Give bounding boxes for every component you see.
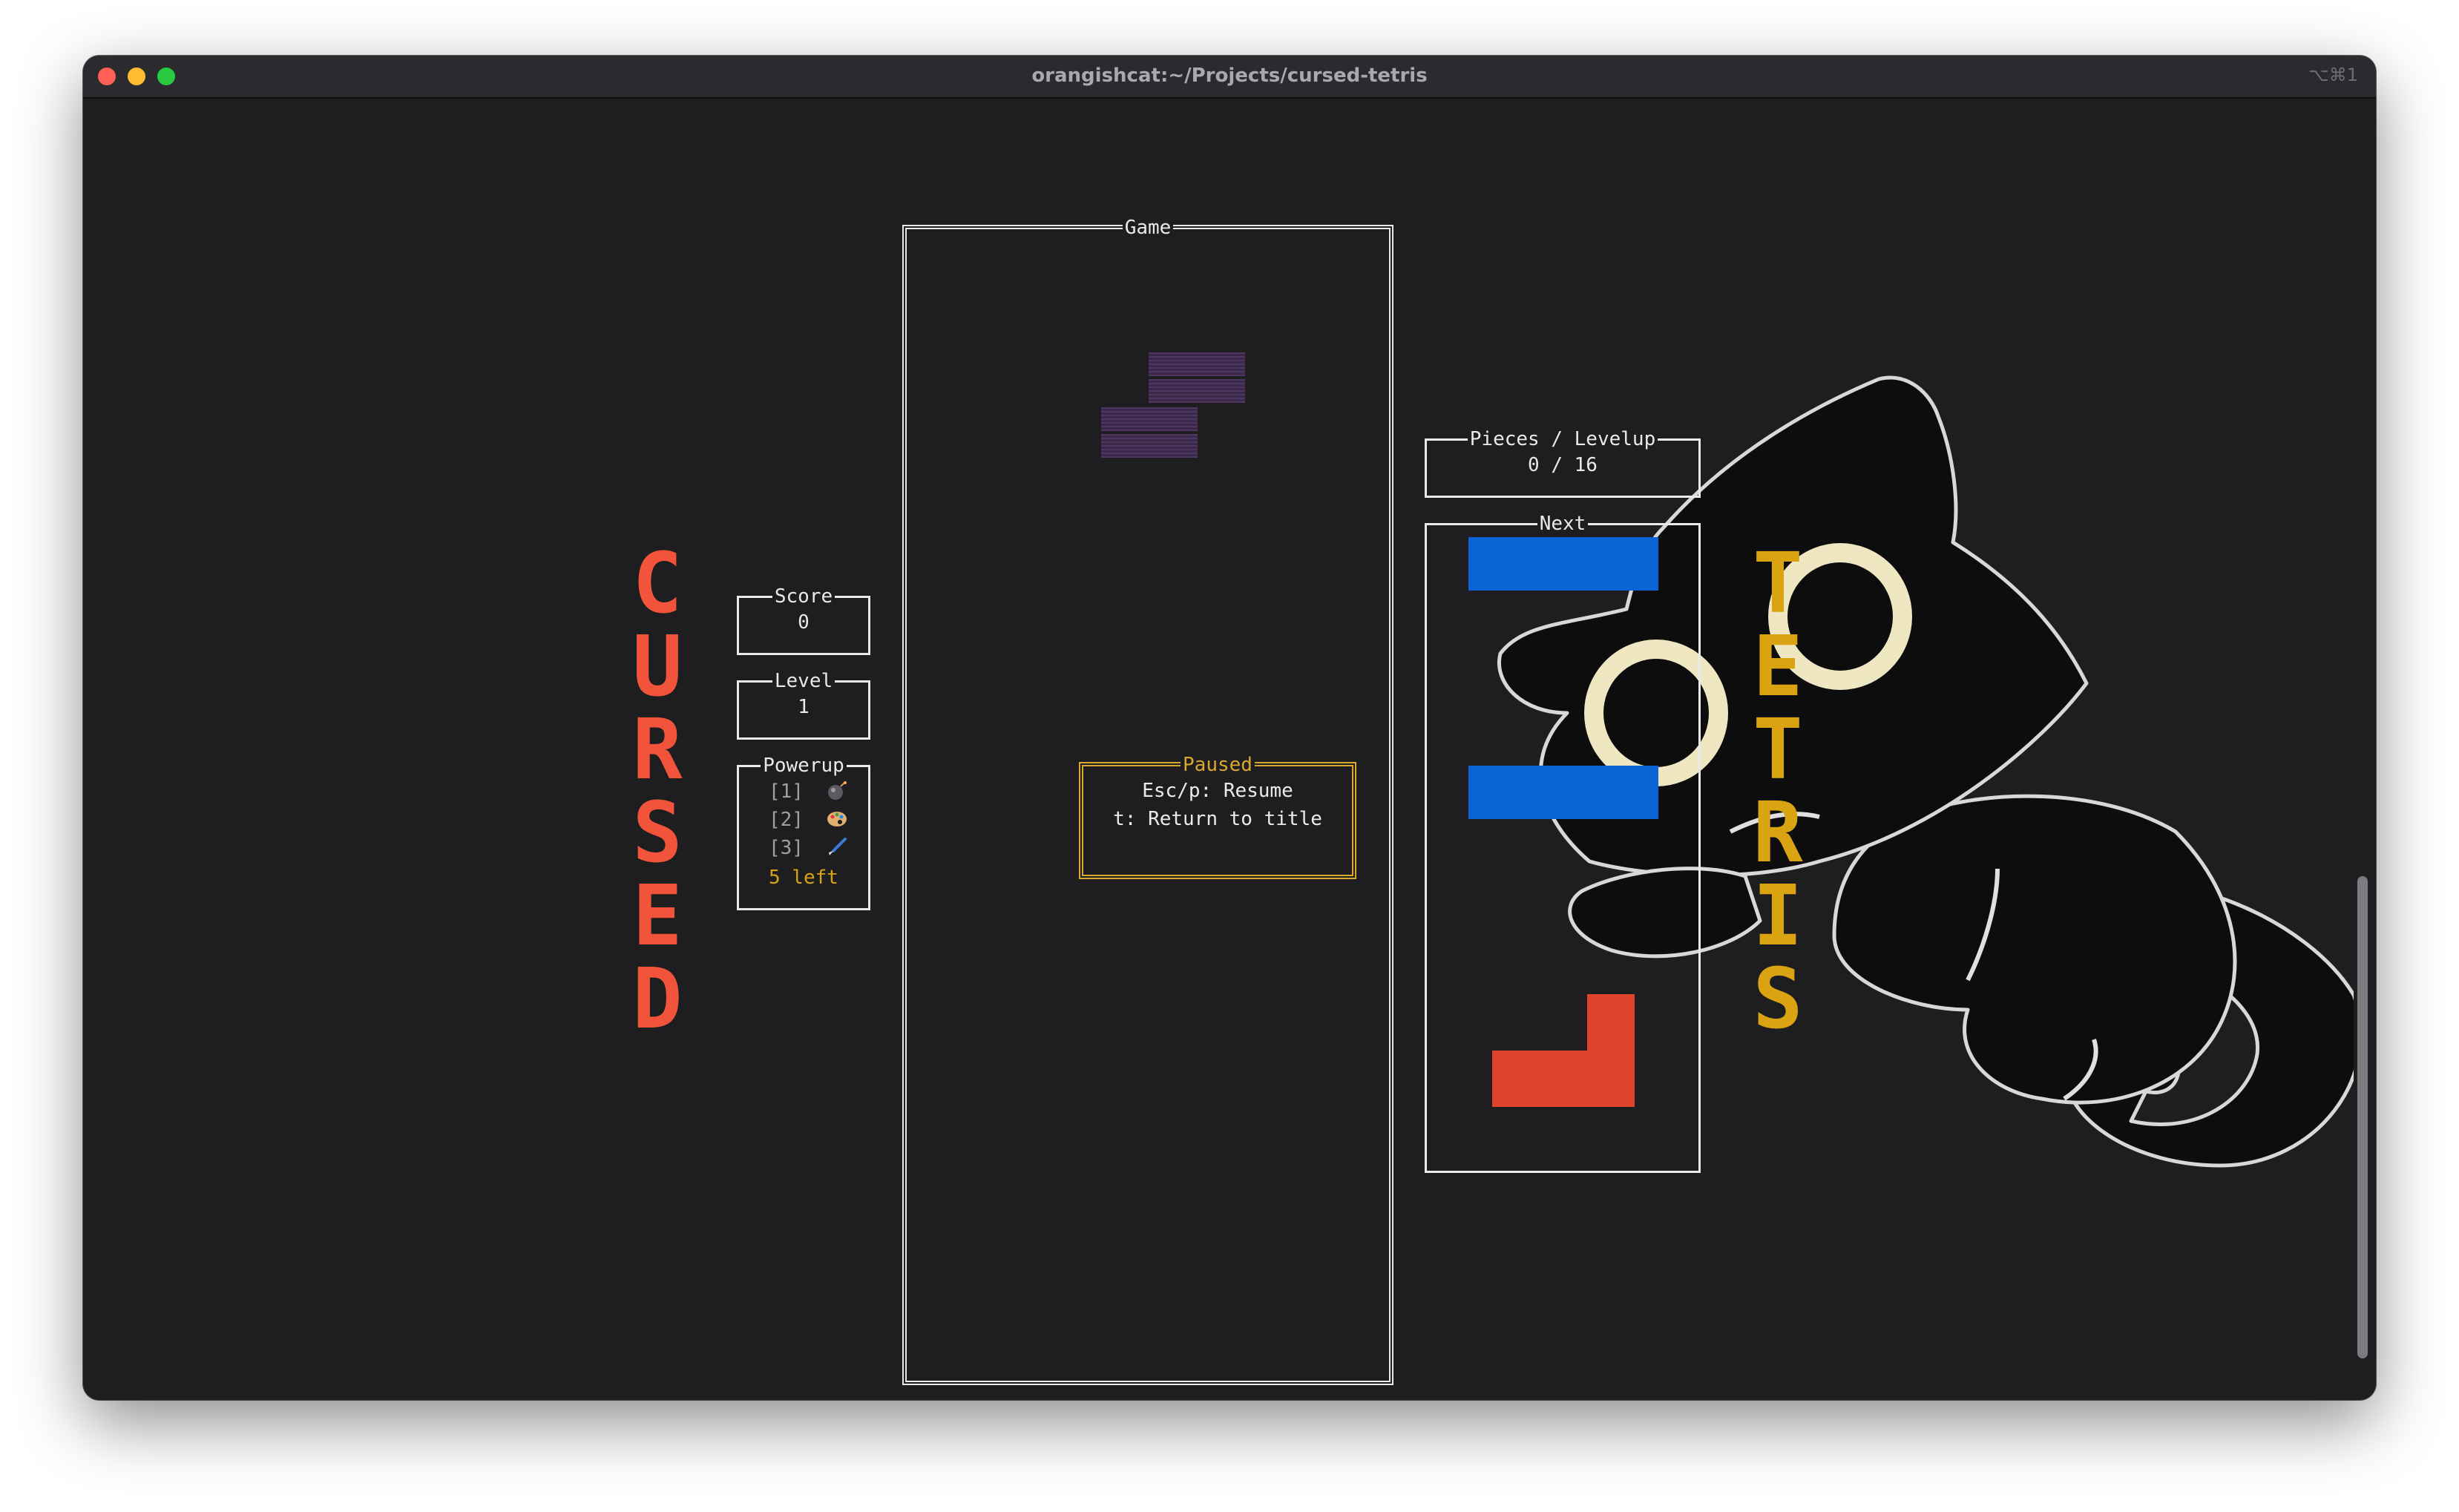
return-title-hint[interactable]: t: Return to title <box>1113 808 1322 830</box>
palette-icon <box>827 812 847 826</box>
powerup-slot-2[interactable]: [2] <box>769 809 848 831</box>
cat-illustration <box>1497 375 2354 1168</box>
powerup-remaining: 5 left <box>769 867 838 889</box>
tetris-letter: E <box>1753 619 1803 715</box>
powerup-key: [2] <box>769 809 804 831</box>
cursed-letter: C <box>632 536 683 632</box>
pieces-panel: Pieces / Levelup 0 / 16 <box>1425 428 1701 498</box>
terminal-content[interactable]: C U R S E D Score 0 Level 1 Powerup [1] <box>83 97 2376 1400</box>
cursed-letter: S <box>632 785 683 881</box>
powerup-key: [1] <box>769 780 804 803</box>
maximize-button[interactable] <box>157 68 175 85</box>
powerup-slot-1[interactable]: [1] <box>769 780 848 803</box>
bomb-icon <box>827 781 847 800</box>
powerup-panel: Powerup [1] [2] [3] <box>737 755 870 910</box>
level-value: 1 <box>798 696 810 718</box>
ghost-block <box>1101 434 1198 458</box>
cursed-letter: R <box>632 702 683 798</box>
ghost-block <box>1101 407 1198 431</box>
next-panel: Next <box>1425 513 1701 1173</box>
cursed-letter: D <box>632 951 683 1048</box>
close-button[interactable] <box>98 68 116 85</box>
title-bar[interactable]: orangishcat:~/Projects/cursed-tetris ⌥⌘1 <box>83 56 2376 99</box>
tetris-letter: T <box>1753 702 1803 798</box>
level-label: Level <box>772 670 835 692</box>
score-label: Score <box>772 585 835 608</box>
minimize-button[interactable] <box>128 68 145 85</box>
tetris-letter: I <box>1753 868 1803 964</box>
score-value: 0 <box>798 611 810 634</box>
resume-hint[interactable]: Esc/p: Resume <box>1142 780 1293 802</box>
ghost-block <box>1149 379 1245 403</box>
cursed-letter: E <box>632 868 683 964</box>
tetris-letter: S <box>1753 951 1803 1048</box>
paintbrush-icon <box>828 838 847 855</box>
next-label: Next <box>1537 513 1589 535</box>
cursed-letter: U <box>632 619 683 715</box>
powerup-slot-3[interactable]: [3] <box>769 837 848 859</box>
scrollbar[interactable] <box>2357 876 2368 1358</box>
window-title: orangishcat:~/Projects/cursed-tetris <box>1031 65 1428 87</box>
powerup-key: [3] <box>769 837 804 859</box>
next-piece-l <box>1492 994 1635 1107</box>
pieces-label: Pieces / Levelup <box>1467 428 1658 450</box>
tetris-letter: R <box>1753 785 1803 881</box>
game-label: Game <box>1122 217 1174 239</box>
paused-dialog: Paused Esc/p: Resume t: Return to title <box>1079 754 1356 879</box>
next-piece-i <box>1468 537 1658 591</box>
next-piece-i <box>1468 766 1658 819</box>
window-shortcut: ⌥⌘1 <box>2308 65 2358 85</box>
tetris-letter: T <box>1753 536 1803 632</box>
terminal-window: orangishcat:~/Projects/cursed-tetris ⌥⌘1 <box>83 56 2376 1400</box>
score-panel: Score 0 <box>737 585 870 655</box>
paused-label: Paused <box>1181 754 1255 776</box>
pieces-value: 0 / 16 <box>1528 454 1598 476</box>
powerup-label: Powerup <box>761 755 847 777</box>
game-board[interactable]: Game <box>902 217 1393 1385</box>
ghost-block <box>1149 352 1245 376</box>
level-panel: Level 1 <box>737 670 870 740</box>
